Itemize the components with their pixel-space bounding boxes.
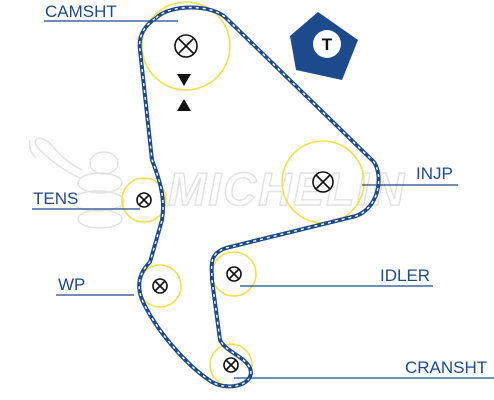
timing-belt [137,5,381,389]
watermark-logo: MICHELIN [28,137,406,229]
triangle-down-icon [177,74,191,86]
label-water-pump: WP [58,275,85,294]
triangle-up-icon [177,99,191,111]
tensioner-pulley [121,177,167,223]
bibendum-icon [28,137,125,229]
label-tensioner: TENS [33,189,78,208]
crankshaft-hub [223,357,239,373]
idler-hub [226,266,242,282]
tensioner-hub [136,192,152,208]
label-idler: IDLER [380,266,430,285]
injection-pump-hub [312,171,334,193]
water-pump-hub [152,278,168,294]
badge-letter: T [322,35,333,54]
watermark-text: MICHELIN [168,163,406,215]
camshaft-pulley [141,1,231,91]
label-injection-pump: INJP [416,164,453,183]
label-crankshaft: CRANSHT [405,358,487,377]
label-camshaft: CAMSHT [45,2,117,21]
camshaft-hub [174,34,198,58]
pentagon-badge-icon: T [290,12,358,80]
